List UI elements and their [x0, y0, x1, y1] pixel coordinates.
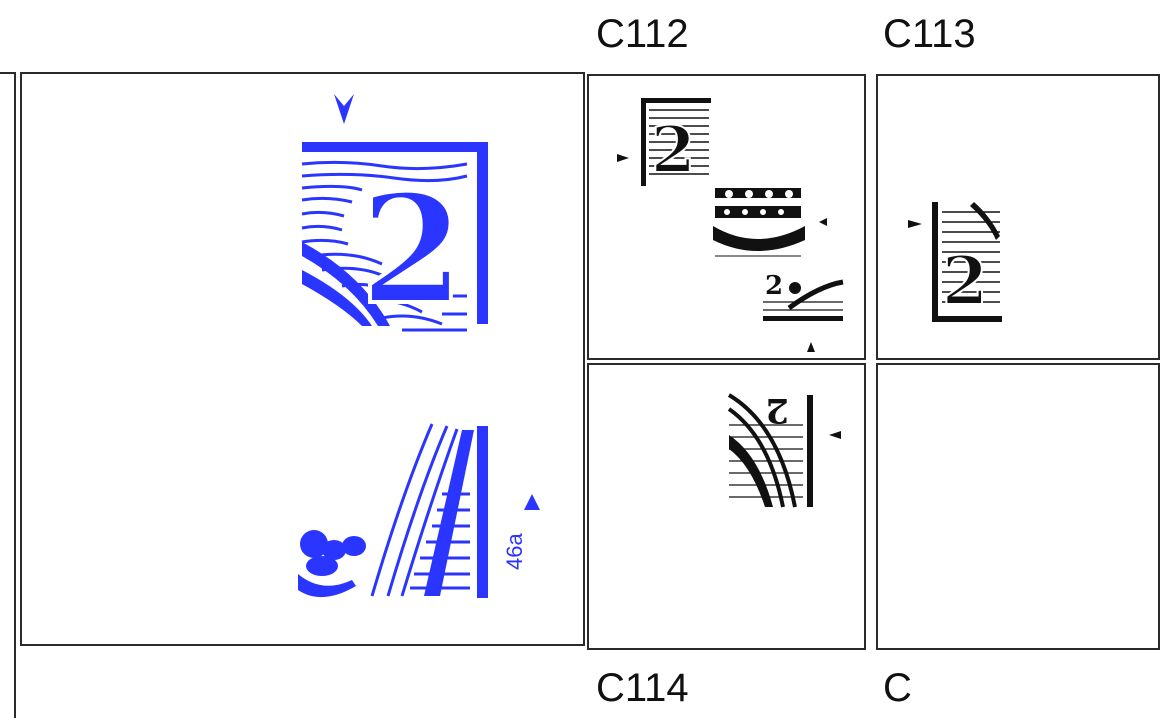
plate-mark-label: 46a [502, 533, 528, 570]
left-edge-frame [0, 72, 16, 718]
arrow-right-icon [908, 220, 922, 228]
arrow-up-icon [524, 494, 540, 510]
c112-stamp-fragments: 2 2 [589, 76, 864, 358]
ornament-art [298, 530, 366, 597]
c114-stamp-fragment: 2 [589, 365, 864, 648]
label-c112: C112 [596, 14, 689, 54]
panel-c113[interactable]: 2 [876, 74, 1160, 360]
label-c: C [883, 668, 912, 708]
svg-text:2: 2 [765, 390, 789, 430]
c113-stamp-fragment: 2 [878, 76, 1158, 358]
fragment-crown [707, 184, 827, 256]
numeral-two-art: 2 [360, 162, 464, 338]
main-stamp-panel[interactable]: 2 46a [20, 72, 585, 646]
svg-text:2: 2 [360, 162, 464, 338]
label-c113: C113 [883, 14, 976, 54]
svg-text:2: 2 [765, 271, 783, 301]
label-c114: C114 [596, 668, 689, 708]
fragment-lower-corner: 2 [763, 271, 843, 352]
panel-c112[interactable]: 2 2 [587, 74, 866, 360]
svg-text:2: 2 [651, 113, 696, 188]
svg-text:2: 2 [942, 242, 988, 320]
fragment-numeral: 2 [617, 98, 711, 188]
panel-c114[interactable]: 2 [587, 363, 866, 650]
main-stamp-art: 2 [22, 74, 583, 644]
panel-c[interactable] [876, 363, 1160, 650]
arrow-down-icon [334, 94, 354, 124]
